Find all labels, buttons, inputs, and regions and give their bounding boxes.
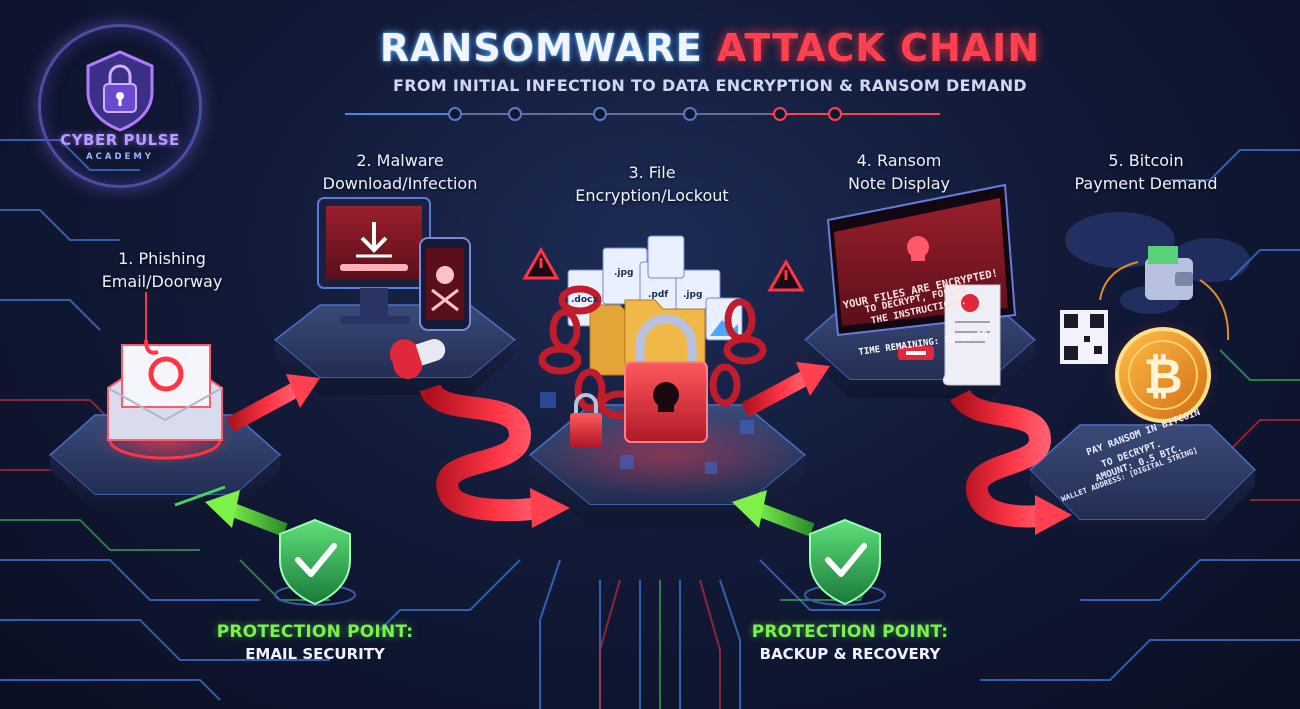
step-description: Download/Infection — [322, 174, 478, 193]
step-description: Email/Doorway — [101, 272, 223, 291]
file-extension-label: .docx — [571, 295, 599, 305]
shield-check-icon — [804, 518, 886, 606]
attack-flow-arrow-3 — [741, 362, 830, 418]
padlock-small-icon — [570, 393, 602, 447]
phishing-email-icon — [107, 292, 223, 441]
step-number-title: 3. File — [628, 163, 676, 182]
infected-phone-icon — [419, 237, 471, 331]
protection-point-backup-subtitle: BACKUP & RECOVERY — [759, 645, 941, 663]
file-extension-label: .jpg — [614, 268, 634, 278]
protection-point-email-title: PROTECTION POINT: — [216, 622, 414, 642]
data-cube-decoration — [540, 392, 754, 474]
title-part-1: RANSOMWARE — [379, 26, 703, 70]
file-extension-label: .jpg — [683, 290, 703, 300]
wallet-icon — [1145, 246, 1193, 300]
header-progress-line — [345, 107, 940, 121]
title-part-2: ATTACK CHAIN — [716, 26, 1041, 70]
step-number-title: 4. Ransom — [856, 151, 942, 170]
warning-triangle-icon — [767, 258, 805, 292]
step-number-title: 5. Bitcoin — [1108, 151, 1184, 170]
qr-code-icon — [1060, 310, 1108, 364]
step-label-5: 5. Bitcoin Payment Demand — [1046, 149, 1246, 195]
infected-computer-icon — [317, 197, 431, 324]
protection-arrow-email — [205, 490, 288, 537]
step-label-2: 2. Malware Download/Infection — [300, 149, 500, 195]
protection-point-email-subtitle: EMAIL SECURITY — [245, 645, 385, 663]
step-label-1: 1. Phishing Email/Doorway — [62, 247, 262, 293]
step-label-4: 4. Ransom Note Display — [799, 149, 999, 195]
warning-triangle-icon — [522, 246, 560, 280]
bitcoin-coin-icon: ₿ — [1105, 317, 1221, 433]
page-subtitle: FROM INITIAL INFECTION TO DATA ENCRYPTIO… — [393, 76, 1027, 95]
attack-flow-arrow-4 — [950, 388, 1072, 535]
step-description: Payment Demand — [1074, 174, 1218, 193]
logo-tagline: ACADEMY — [86, 152, 154, 162]
attack-flow-arrow-1 — [226, 374, 320, 433]
attack-flow-arrow-2 — [419, 382, 570, 528]
file-extension-label: .pdf — [648, 290, 669, 300]
alert-button-icon — [898, 346, 934, 360]
malware-pill-icon — [389, 339, 446, 379]
protection-arrow-backup — [732, 490, 815, 537]
step-label-3: 3. File Encryption/Lockout — [552, 161, 752, 207]
logo-name: CYBER PULSE — [60, 131, 180, 149]
platform-step-5 — [1028, 424, 1257, 538]
svg-text:₿: ₿ — [1143, 349, 1182, 405]
page-title: RANSOMWARE ATTACK CHAIN — [250, 26, 1170, 70]
step-number-title: 2. Malware — [356, 151, 444, 170]
shield-check-icon — [274, 518, 356, 606]
step-description: Encryption/Lockout — [575, 186, 729, 205]
step-description: Note Display — [848, 174, 950, 193]
ransom-note-paper — [942, 284, 1001, 386]
academy-logo — [38, 24, 202, 188]
step-number-title: 1. Phishing — [118, 249, 206, 268]
payment-flow-arrows — [1099, 261, 1230, 341]
protection-point-backup-title: PROTECTION POINT: — [751, 622, 949, 642]
file-icon — [647, 235, 685, 279]
padlock-large-icon — [624, 314, 708, 443]
